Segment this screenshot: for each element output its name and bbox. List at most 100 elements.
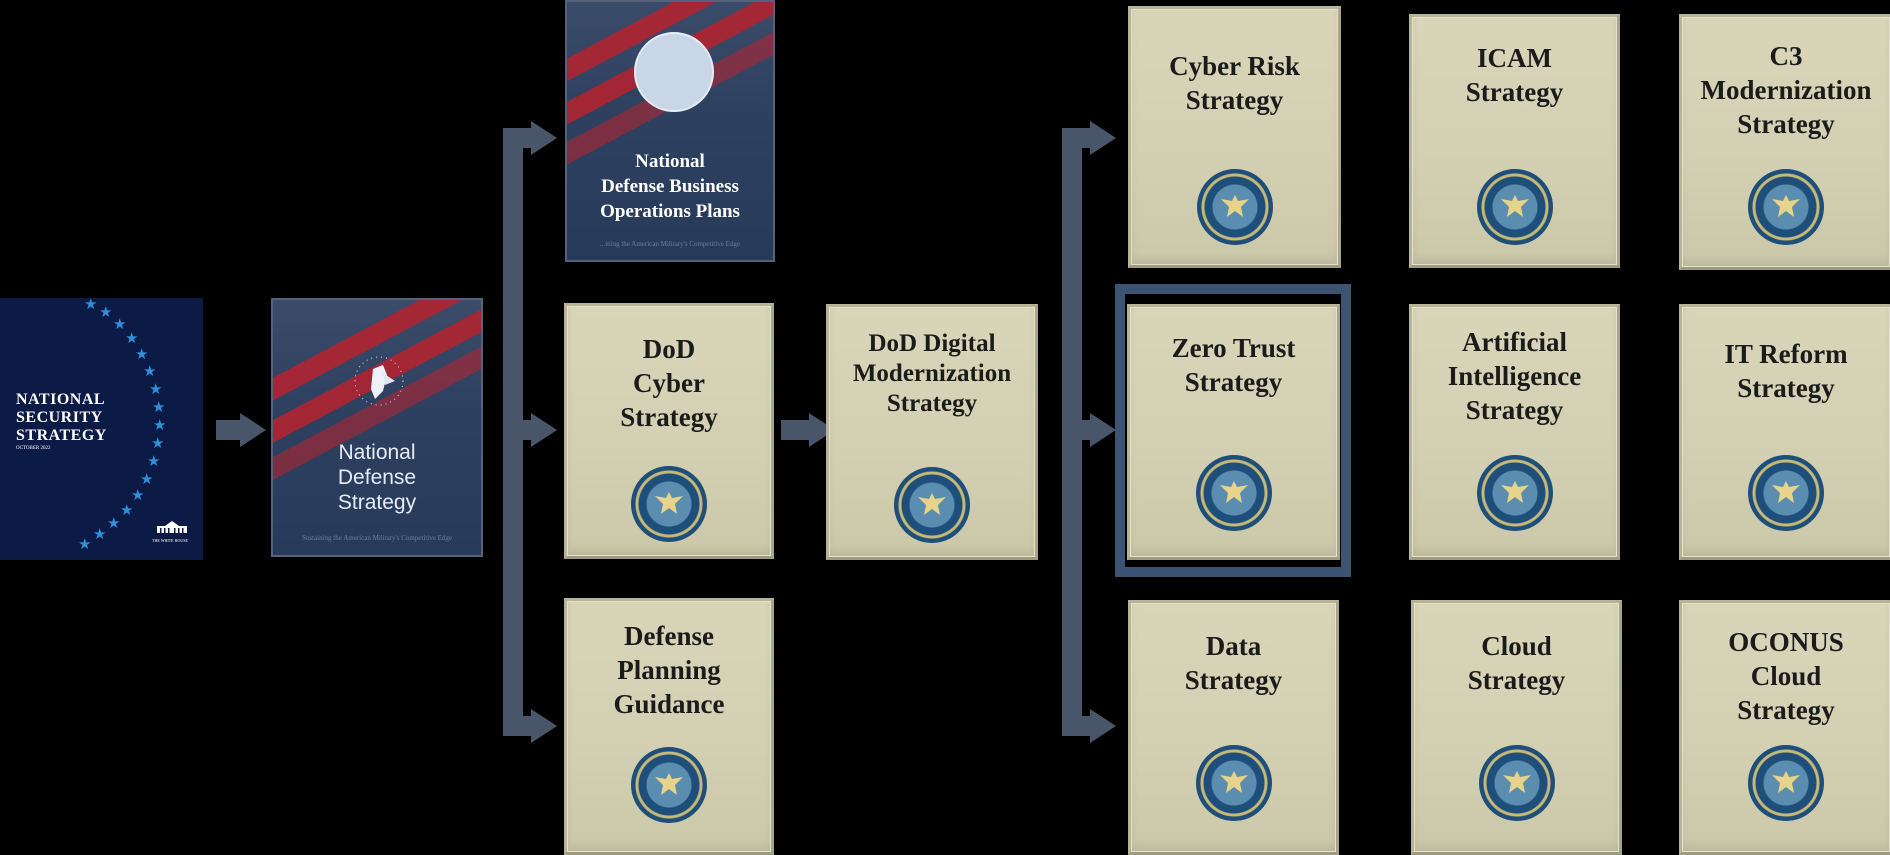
star-icon: ★ [84,298,98,313]
dod-seal-icon [1748,169,1824,245]
card-title-line: Strategy [1737,109,1835,139]
star-icon: ★ [151,436,165,452]
ndbop-cover: National Defense Business Operations Pla… [565,0,775,262]
nss-title: NATIONAL SECURITY STRATEGY [16,391,107,445]
card-title-line: ICAM [1477,43,1552,73]
card-title-line: Strategy [1465,395,1564,425]
connector-branch [503,716,533,736]
cloud-strategy-card: Cloud Strategy [1411,600,1622,855]
connector-cyber-digital [781,420,811,440]
nss-title-line: NATIONAL [16,391,106,408]
ndbop-title-line: Operations Plans [600,201,740,222]
star-icon: ★ [99,305,113,321]
right-arrow-icon [531,709,557,743]
card-title: DoD Cyber Strategy [614,332,723,434]
right-arrow-icon [240,413,266,447]
card-title-line: Zero Trust [1171,333,1296,363]
zero-trust-strategy-card: Zero Trust Strategy [1127,304,1340,560]
connector-branch [1062,128,1092,148]
connector-branch [1062,716,1092,736]
star-icon: ★ [131,488,145,504]
dod-seal-icon [1476,169,1553,245]
card-title: IT Reform Strategy [1718,337,1853,405]
nss-footer: THE WHITE HOUSE [152,538,188,543]
connector-branch [503,128,533,148]
right-arrow-icon [1090,413,1116,447]
card-title: Zero Trust Strategy [1166,331,1302,399]
star-icon: ★ [93,527,107,543]
dod-seal-icon [1748,455,1824,531]
card-title: DoD Digital Modernization Strategy [847,329,1017,419]
card-title-line: DoD Digital [868,330,996,357]
star-icon: ★ [78,537,92,553]
nds-title-line: National [338,441,416,464]
eagle-icon [354,356,404,406]
dod-seal-icon [894,467,970,543]
right-arrow-icon [531,413,557,447]
star-icon: ★ [120,503,134,519]
nds-title: National Defense Strategy [273,440,481,515]
defense-planning-guidance-card: Defense Planning Guidance [564,598,774,855]
dod-seal-icon [1196,169,1273,245]
card-title-line: IT Reform [1724,339,1848,369]
card-title: ICAM Strategy [1460,41,1569,109]
nss-date: OCTOBER 2022 [16,446,51,451]
card-title: Cyber Risk Strategy [1163,49,1306,117]
star-icon: ★ [153,418,167,434]
card-title-line: Strategy [1737,695,1835,725]
card-title-line: Cyber Risk [1169,51,1300,81]
dod-seal-icon [1476,455,1553,531]
dod-seal-icon [1748,745,1824,821]
card-title-line: Cloud [1750,661,1822,691]
card-title-line: C3 [1769,41,1803,71]
card-title-line: Strategy [1737,373,1835,403]
card-title-line: Strategy [1184,367,1283,397]
cyber-risk-strategy-card: Cyber Risk Strategy [1128,6,1341,268]
right-arrow-icon [1090,709,1116,743]
nss-title-line: SECURITY [16,409,103,426]
card-title: OCONUS Cloud Strategy [1722,625,1850,727]
card-title-line: Modernization [1700,75,1872,105]
zero-trust-highlight-frame [1115,284,1351,577]
ndbop-title-line: Defense Business [601,176,739,197]
card-title-line: Planning [617,655,721,685]
star-icon: ★ [135,347,149,363]
star-icon: ★ [113,317,127,333]
dod-seal-icon [631,747,707,823]
dod-seal-icon [1195,455,1272,531]
card-title-line: OCONUS [1728,627,1844,657]
star-icon: ★ [125,331,139,347]
card-title: C3 Modernization Strategy [1695,39,1878,141]
oconus-cloud-strategy-card: OCONUS Cloud Strategy [1679,600,1890,855]
national-security-strategy-cover: NATIONAL SECURITY STRATEGY OCTOBER 2022 … [0,298,203,560]
national-defense-strategy-cover: National Defense Strategy Sustaining the… [271,298,483,557]
card-title-line: Guidance [613,689,725,719]
card-title-line: Strategy [1184,665,1283,695]
dod-cyber-strategy-card: DoD Cyber Strategy [564,303,774,559]
card-title-line: DoD [642,334,696,364]
ndbop-title-line: National [635,151,705,172]
card-title-line: Cloud [1481,631,1552,661]
dod-seal-icon [631,466,707,542]
nss-title-line: STRATEGY [16,427,107,444]
white-house-icon [157,521,187,533]
card-title-line: Artificial [1462,327,1567,357]
right-arrow-icon [1090,121,1116,155]
ndbop-title: National Defense Business Operations Pla… [567,149,773,224]
memo-seal-icon [634,32,714,112]
card-title: Data Strategy [1179,629,1288,697]
dod-digital-modernization-strategy-card: DoD Digital Modernization Strategy [826,304,1038,560]
card-title-line: Modernization [852,360,1012,387]
card-title: Artificial Intelligence Strategy [1442,325,1587,427]
card-title-line: Intelligence [1447,361,1582,391]
artificial-intelligence-strategy-card: Artificial Intelligence Strategy [1409,304,1620,560]
card-title-line: Strategy [886,390,978,417]
dod-seal-icon [1195,745,1272,821]
star-icon: ★ [140,472,154,488]
nds-tagline: Sustaining the American Military's Compe… [302,534,452,542]
connector-branch [503,420,533,440]
card-title-line: Strategy [1467,665,1566,695]
icam-strategy-card: ICAM Strategy [1409,14,1620,268]
card-title-line: Cyber [633,368,705,398]
dod-seal-icon [1478,745,1555,821]
